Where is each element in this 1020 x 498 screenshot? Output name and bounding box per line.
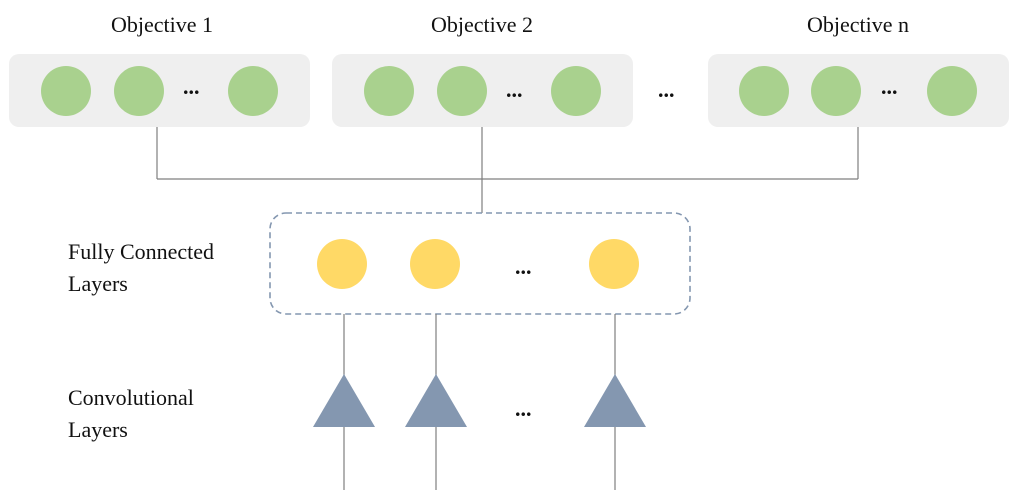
fully-connected-label-line2: Layers (68, 271, 128, 296)
conv-connectors (343, 314, 616, 490)
fc-node-1 (317, 239, 367, 289)
objective-2-node-n (551, 66, 601, 116)
objective-1-ellipsis: ... (183, 74, 200, 99)
objective-1-node-n (228, 66, 278, 116)
objective-1-title: Objective 1 (110, 12, 214, 37)
objective-n-title: Objective n (806, 12, 910, 37)
fully-connected-box (269, 212, 691, 315)
conv-node-n (584, 374, 646, 427)
objective-gap-ellipsis: ... (658, 77, 675, 102)
fully-connected-ellipsis: ... (515, 254, 532, 279)
objective-connectors (156, 127, 859, 213)
objective-1-node-1 (41, 66, 91, 116)
objective-2-title: Objective 2 (430, 12, 534, 37)
conv-node-2 (405, 374, 467, 427)
objective-n-ellipsis: ... (881, 74, 898, 99)
objective-n-node-n (927, 66, 977, 116)
objective-2-node-1 (364, 66, 414, 116)
objective-2-ellipsis: ... (506, 77, 523, 102)
convolutional-ellipsis: ... (515, 396, 532, 421)
fc-node-2 (410, 239, 460, 289)
objective-1-node-2 (114, 66, 164, 116)
objective-2-node-2 (437, 66, 487, 116)
conv-node-1 (313, 374, 375, 427)
convolutional-label-line1: Convolutional (68, 385, 194, 410)
fc-node-n (589, 239, 639, 289)
objective-n-node-2 (811, 66, 861, 116)
objective-n-node-1 (739, 66, 789, 116)
fully-connected-label-line1: Fully Connected (68, 239, 215, 264)
convolutional-label-line2: Layers (68, 417, 128, 442)
